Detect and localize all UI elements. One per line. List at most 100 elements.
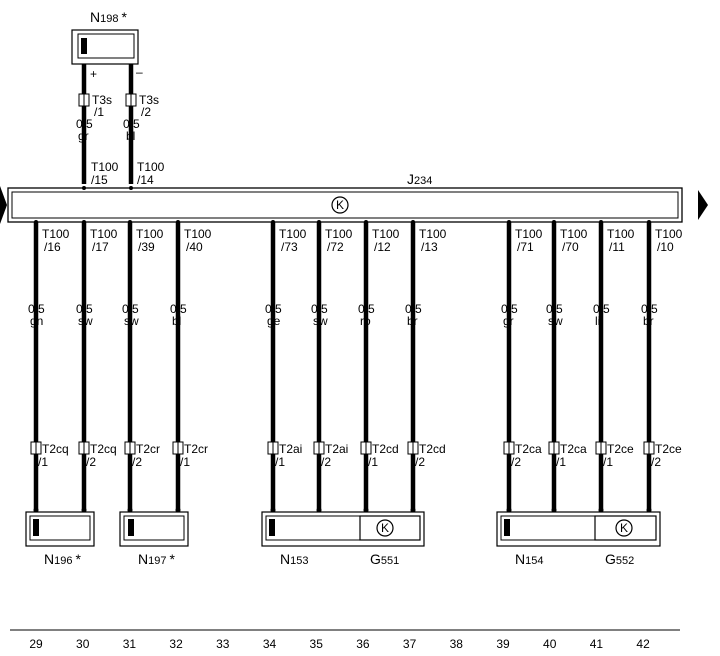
top-element-symbol — [81, 38, 87, 54]
track-number: 39 — [496, 637, 510, 651]
t100-pin: /70 — [562, 240, 579, 254]
svg-text:/1: /1 — [94, 105, 104, 119]
track-number: 36 — [356, 637, 370, 651]
minus-terminal: – — [136, 65, 143, 79]
wire-color: bl — [172, 314, 181, 328]
junction-dot — [82, 220, 86, 224]
svg-text:K: K — [381, 521, 389, 535]
svg-text:/2: /2 — [141, 105, 151, 119]
control-unit-j234: J234 K — [0, 171, 708, 224]
connector-pin: /1 — [368, 455, 378, 469]
junction-dot — [34, 220, 38, 224]
connector-pin: /1 — [38, 455, 48, 469]
terminal-dot — [33, 507, 39, 513]
connector-pin: /2 — [651, 455, 661, 469]
connector-pin: /1 — [556, 455, 566, 469]
unit-k-symbol-icon — [331, 196, 349, 214]
label-n153: N153 — [280, 551, 308, 567]
connector-label: T2cr — [184, 442, 208, 456]
track-number: 34 — [263, 637, 277, 651]
track-number: 37 — [403, 637, 417, 651]
connector-label: T2ce — [607, 442, 634, 456]
svg-text:/14: /14 — [137, 173, 154, 187]
svg-text:K: K — [620, 521, 628, 535]
n197-element-icon — [128, 519, 134, 536]
junction-dot — [317, 220, 321, 224]
connector-label: T2cq — [42, 442, 69, 456]
connector-label: T2cd — [419, 442, 446, 456]
junction-dot — [176, 220, 180, 224]
wire-color: gr — [503, 314, 514, 328]
connector-label: T2ca — [515, 442, 542, 456]
wire-size: 0,5 — [76, 302, 93, 316]
track-number: 32 — [169, 637, 183, 651]
bottom-wires: T100/160,5gnT2cq/1T100/170,5swT2cq/2T100… — [28, 220, 683, 513]
t100-pin: /17 — [92, 240, 109, 254]
top-component-label: N198* — [90, 9, 127, 25]
svg-text:T100: T100 — [137, 160, 165, 174]
wire-color: gn — [30, 314, 43, 328]
terminal-dot — [598, 507, 604, 513]
junction-dot — [411, 220, 415, 224]
connector-pin: /1 — [180, 455, 190, 469]
plus-terminal: + — [90, 67, 97, 81]
terminal-dot — [127, 507, 133, 513]
t100-label: T100 — [325, 227, 353, 241]
t100-label: T100 — [372, 227, 400, 241]
track-number: 31 — [123, 637, 137, 651]
n153-element-icon — [269, 519, 275, 536]
wire-color: sw — [313, 314, 328, 328]
top-connector-symbols — [78, 93, 137, 107]
terminal-dot — [81, 507, 87, 513]
t100-label: T100 — [560, 227, 588, 241]
svg-text:K: K — [336, 198, 344, 212]
connector-pin: /1 — [275, 455, 285, 469]
left-arrow-icon — [0, 186, 7, 224]
connector-pin: /2 — [511, 455, 521, 469]
label-g551: G551 — [370, 551, 399, 567]
track-number: 42 — [636, 637, 650, 651]
junction-dot — [599, 220, 603, 224]
connector-label: T2ce — [655, 442, 682, 456]
terminal-dot — [363, 507, 369, 513]
wire-size: 0,5 — [170, 302, 187, 316]
svg-text:gr: gr — [78, 129, 89, 143]
t100-pin: /13 — [421, 240, 438, 254]
connector-label: T2cr — [136, 442, 160, 456]
t100-label: T100 — [136, 227, 164, 241]
n154-element-icon — [504, 519, 510, 536]
wire-color: sw — [548, 314, 563, 328]
label-g552: G552 — [605, 551, 634, 567]
track-number: 30 — [76, 637, 90, 651]
wire-color: sw — [78, 314, 93, 328]
connector-label: T2ai — [279, 442, 302, 456]
wire-size: 0,5 — [641, 302, 658, 316]
top-component-n198: N198* + – — [71, 9, 143, 81]
junction-dot — [271, 220, 275, 224]
g552-k-icon — [615, 519, 633, 537]
connector-pin: /1 — [603, 455, 613, 469]
connector-pin: /2 — [132, 455, 142, 469]
label-n154: N154 — [515, 551, 543, 567]
t100-pin: /39 — [138, 240, 155, 254]
t100-pin: /73 — [281, 240, 298, 254]
track-number: 38 — [450, 637, 464, 651]
g551-k-icon — [376, 519, 394, 537]
bottom-component-labels: N196* N197* N153 G551 N154 G552 — [44, 551, 634, 567]
junction-dot — [507, 220, 511, 224]
track-number: 41 — [590, 637, 604, 651]
track-number: 35 — [310, 637, 324, 651]
track-number: 40 — [543, 637, 557, 651]
t100-pin: /40 — [186, 240, 203, 254]
svg-text:bl: bl — [126, 129, 135, 143]
